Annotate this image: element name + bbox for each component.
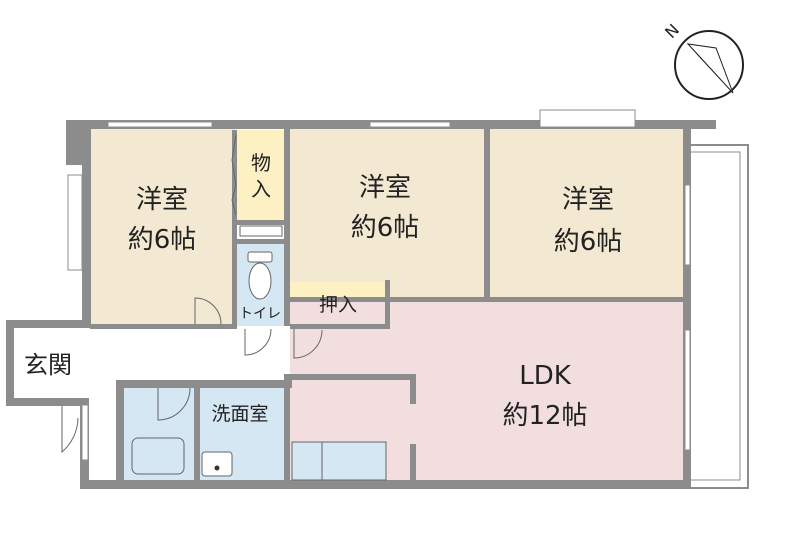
- toilet-tank: [247, 251, 273, 263]
- wall-ldk-inner-right: [410, 374, 416, 404]
- wall-left-entry-top: [6, 320, 90, 328]
- washroom-label: 洗面室: [211, 403, 268, 425]
- window-right-2: [684, 329, 691, 451]
- window-right-1: [684, 184, 691, 266]
- window-washroom: [81, 404, 89, 461]
- room2-name: 洋室: [359, 173, 411, 203]
- wall-washroom-left: [116, 380, 124, 488]
- storage-label-2: 入: [251, 177, 271, 201]
- storage-label-1: 物: [251, 151, 271, 175]
- kitchen-counter-left: [291, 441, 323, 481]
- windows: [67, 109, 691, 461]
- wall-left-entry-bottom: [6, 398, 86, 406]
- bathtub: [131, 437, 185, 475]
- kitchen-counter: [291, 441, 387, 481]
- room1-size: 約6帖: [128, 225, 197, 255]
- wall-closet-bottom: [290, 324, 390, 329]
- window-room2-top: [369, 121, 451, 128]
- sink-drain: [214, 465, 220, 471]
- toilet-bowl: [248, 262, 272, 300]
- window-room1-left: [67, 174, 83, 271]
- doors: [61, 134, 323, 454]
- western-room-1-floor: [90, 128, 235, 326]
- storage-floor: [237, 130, 284, 220]
- door-entrance: [61, 406, 79, 454]
- room1-name: 洋室: [136, 185, 188, 215]
- ldk-floor-notch: [290, 378, 410, 440]
- window-room3-top: [539, 109, 636, 128]
- toilet-fixture: [247, 251, 273, 300]
- kitchen-counter-right: [321, 441, 387, 481]
- door-toilet: [244, 328, 272, 356]
- wall-toilet-top: [237, 239, 284, 244]
- door-storage: [231, 134, 237, 186]
- door-storage-2: [231, 184, 237, 216]
- wall-ldk-inner-top: [284, 374, 414, 380]
- wall-storage-bottom: [237, 220, 284, 225]
- wall-left-upper: [66, 120, 91, 165]
- toilet-label: トイレ: [239, 306, 281, 322]
- balcony: [691, 144, 749, 489]
- wall-closet-right: [385, 280, 390, 329]
- western-room-2-floor: [290, 128, 485, 298]
- balcony-inner: [691, 151, 741, 481]
- compass-needle-tail: [686, 43, 734, 94]
- compass-north-label: N: [661, 20, 683, 42]
- wall-washroom-right: [284, 380, 290, 488]
- wall-storage-left: [232, 130, 237, 326]
- door-washroom: [157, 387, 191, 421]
- window-room1-top: [107, 121, 213, 128]
- entrance-label: 玄関: [24, 351, 72, 379]
- wall-rooms-1-2: [284, 120, 290, 326]
- wall-rooms-bottom: [290, 297, 683, 302]
- wall-washroom-top: [116, 380, 292, 388]
- western-room-3-floor: [490, 128, 683, 298]
- wall-rooms-2-3: [484, 120, 490, 302]
- ldk-name: LDK: [519, 361, 572, 391]
- ldk-size: 約12帖: [502, 401, 587, 431]
- wall-bottom: [80, 480, 691, 489]
- closet-label: 押入: [319, 294, 357, 316]
- room3-name: 洋室: [562, 185, 614, 215]
- compass: N: [661, 20, 744, 100]
- room3-size: 約6帖: [554, 227, 623, 257]
- door-room1: [194, 297, 222, 325]
- sink: [201, 451, 233, 477]
- door-ldk: [293, 329, 323, 359]
- wall-kitchen-post: [410, 444, 416, 484]
- storage-shelf: [239, 225, 283, 237]
- wall-bath-divider: [194, 380, 200, 488]
- wall-left-mid: [82, 160, 91, 326]
- wall-right: [683, 120, 691, 488]
- wall-left-entry-left: [6, 320, 14, 404]
- room2-size: 約6帖: [351, 213, 420, 243]
- wall-room1-bottom: [90, 324, 237, 329]
